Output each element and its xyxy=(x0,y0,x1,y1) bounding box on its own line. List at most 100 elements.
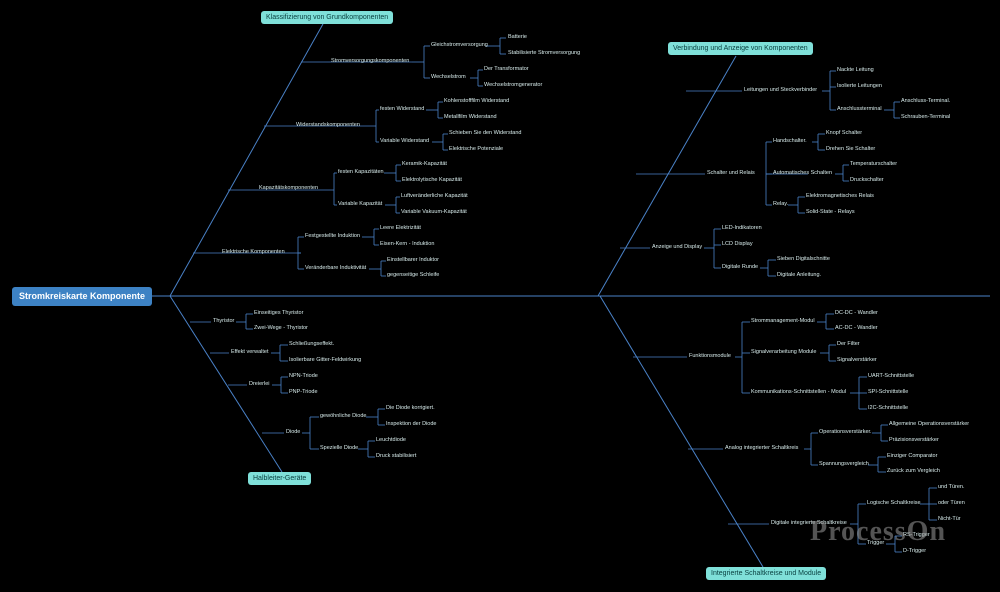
root-node[interactable]: Stromkreiskarte Komponente xyxy=(12,287,153,306)
node-gewoehnliche-diode[interactable]: gewöhnliche Diode xyxy=(320,413,367,419)
node-spi-schnittstelle[interactable]: SPI-Schnittstelle xyxy=(868,389,909,395)
node-festgestellte-induktion[interactable]: Festgestellte Induktion xyxy=(305,233,361,239)
node-wechselstrom[interactable]: Wechselstrom xyxy=(431,74,466,80)
node-handschalter[interactable]: Handschalter. xyxy=(773,138,807,144)
node-schieben-sie-den-widerstand[interactable]: Schieben Sie den Widerstand xyxy=(449,130,522,136)
node-elektrische-komponenten[interactable]: Elektrische Komponenten xyxy=(222,249,285,255)
node-der-transformator[interactable]: Der Transformator xyxy=(484,66,529,72)
connector-line xyxy=(597,55,737,297)
node-kohlenstofffilm-widerstand[interactable]: Kohlenstofffilm Widerstand xyxy=(444,98,510,104)
node-elektrolytische-kapazitaet[interactable]: Elektrolytische Kapazität xyxy=(402,177,462,183)
node-spezielle-diode[interactable]: Spezielle Diode xyxy=(320,445,359,451)
node-signalverstaerker[interactable]: Signalverstärker xyxy=(837,357,877,363)
node-druckschalter[interactable]: Druckschalter xyxy=(850,177,884,183)
node-festen-kapazitaeten[interactable]: festen Kapazitäten xyxy=(338,169,384,175)
node-automatisches-schalten[interactable]: Automatisches Schalten xyxy=(773,170,833,176)
node-kommunikations-schnittstellen-modul[interactable]: Kommunikations-Schnittstellen - Modul xyxy=(751,389,847,395)
node-spannungsvergleich[interactable]: Spannungsvergleich xyxy=(819,461,869,467)
node-effekt-verwaltet[interactable]: Effekt verwaltet xyxy=(231,349,269,355)
node-operationsverstaerker[interactable]: Operationsverstärker. xyxy=(819,429,872,435)
node-schalter-und-relais[interactable]: Schalter und Relais xyxy=(707,170,755,176)
node-isolierbare-gitter-feldwirkung[interactable]: Isolierbare Gitter-Feldwirkung xyxy=(289,357,362,363)
node-trigger[interactable]: Trigger xyxy=(867,540,885,546)
node-leitungen-und-steckverbinder[interactable]: Leitungen und Steckverbinder xyxy=(744,87,818,93)
category-halbleiter[interactable]: Halbleiter-Geräte xyxy=(248,472,312,485)
node-drehen-sie-schalter[interactable]: Drehen Sie Schalter xyxy=(826,146,876,152)
node-anschlussterminal[interactable]: Anschlussterminal xyxy=(837,106,882,112)
node-solid-state-relays[interactable]: Solid-State - Relays xyxy=(806,209,855,215)
node-nackte-leitung[interactable]: Nackte Leitung xyxy=(837,67,874,73)
node-schrauben-terminal[interactable]: Schrauben-Terminal xyxy=(901,114,951,120)
node-funktionsmodule[interactable]: Funktionsmodule xyxy=(689,353,731,359)
node-temperaturschalter[interactable]: Temperaturschalter xyxy=(850,161,898,167)
node-luftveraenderliche-kapazitaet[interactable]: Luftveränderliche Kapazität xyxy=(401,193,468,199)
node-gleichstromversorgung[interactable]: Gleichstromversorgung xyxy=(431,42,488,48)
node-anzeige-und-display[interactable]: Anzeige und Display xyxy=(652,244,703,250)
node-variable-vakuum-kapazitaet[interactable]: Variable Vakuum-Kapazität xyxy=(401,209,467,215)
node-digitale-runde[interactable]: Digitale Runde xyxy=(722,264,759,270)
node-pnp-triode[interactable]: PNP-Triode xyxy=(289,389,318,395)
node-lcd-display[interactable]: LCD Display xyxy=(722,241,753,247)
node-und-tueren[interactable]: und Türen. xyxy=(938,484,965,490)
node-stromversorgungskomponenten[interactable]: Stromversorgungskomponenten xyxy=(331,58,410,64)
node-ac-dc-wandler[interactable]: AC-DC - Wandler xyxy=(835,325,878,331)
node-eisen-kern-induktion[interactable]: Eisen-Kern - Induktion xyxy=(380,241,435,247)
node-oder-tueren[interactable]: oder Türen xyxy=(938,500,965,506)
node-elektrische-potenziale[interactable]: Elektrische Potenziale xyxy=(449,146,504,152)
node-festen-widerstand[interactable]: festen Widerstand xyxy=(380,106,425,112)
node-logische-schaltkreise[interactable]: Logische Schaltkreise xyxy=(867,500,921,506)
node-sieben-digitalschnitte[interactable]: Sieben Digitalschnitte xyxy=(777,256,830,262)
node-thyristor[interactable]: Thyristor xyxy=(213,318,235,324)
node-einstellbarer-induktor[interactable]: Einstellbarer Induktor xyxy=(387,257,439,263)
node-druck-stabilisiert[interactable]: Druck stabilisiert xyxy=(376,453,417,459)
node-led-indikatoren[interactable]: LED-Indikatoren xyxy=(722,225,762,231)
node-die-diode-korrigiert[interactable]: Die Diode korrigiert. xyxy=(386,405,435,411)
node-kapazitaetskomponenten[interactable]: Kapazitätskomponenten xyxy=(259,185,319,191)
node-variable-widerstand[interactable]: Variable Widerstand xyxy=(380,138,430,144)
node-rs-trigger[interactable]: RS-Trigger xyxy=(903,532,930,538)
node-stabilisierte-stromversorgung[interactable]: Stabilisierte Stromversorgung xyxy=(508,50,581,56)
node-variable-kapazitaet[interactable]: Variable Kapazität xyxy=(338,201,383,207)
node-einziger-comparator[interactable]: Einziger Comparator xyxy=(887,453,938,459)
node-uart-schnittstelle[interactable]: UART-Schnittstelle xyxy=(868,373,915,379)
node-anschluss-terminal[interactable]: Anschluss-Terminal. xyxy=(901,98,951,104)
node-leuchtdiode[interactable]: Leuchtdiode xyxy=(376,437,406,443)
node-praezisionsverstaerker[interactable]: Präzisionsverstärker xyxy=(889,437,939,443)
node-d-trigger[interactable]: D-Trigger xyxy=(903,548,927,554)
node-analog-integrierter-schaltkreis[interactable]: Analog integrierter Schaltkreis xyxy=(725,445,799,451)
connector-line xyxy=(169,23,324,297)
node-signalverarbeitung-module[interactable]: Signalverarbeitung Module xyxy=(751,349,817,355)
node-digitale-anleitung[interactable]: Digitale Anleitung. xyxy=(777,272,822,278)
node-zurueck-zum-vergleich[interactable]: Zurück zum Vergleich xyxy=(887,468,940,474)
node-strommanagement-modul[interactable]: Strommanagement-Modul xyxy=(751,318,815,324)
node-einseitiges-thyristor[interactable]: Einseitiges Thyristor xyxy=(254,310,304,316)
node-nicht-tuer[interactable]: Nicht-Tür xyxy=(938,516,961,522)
node-keramik-kapazitaet[interactable]: Keramik-Kapazität xyxy=(402,161,447,167)
node-isolierte-leitungen[interactable]: Isolierte Leitungen xyxy=(837,83,882,89)
node-knopf-schalter[interactable]: Knopf Schalter xyxy=(826,130,863,136)
node-digitale-integrierte-schaltkreise[interactable]: Digitale integrierte Schaltkreise xyxy=(771,520,847,526)
node-relay[interactable]: Relay. xyxy=(773,201,789,207)
node-batterie[interactable]: Batterie xyxy=(508,34,527,40)
node-dreierlei[interactable]: Dreierlei xyxy=(249,381,270,387)
node-diode[interactable]: Diode xyxy=(286,429,301,435)
node-zwei-wege-thyristor[interactable]: Zwei-Wege - Thyristor xyxy=(254,325,308,331)
node-allgemeine-operationsverstaerker[interactable]: Allgemeine Operationsverstärker xyxy=(889,421,970,427)
node-gegenseitige-schleife[interactable]: gegenseitige Schleife xyxy=(387,272,440,278)
node-leere-elektrizitaet[interactable]: Leere Elektrizität xyxy=(380,225,421,231)
node-veraenderbare-induktivitaet[interactable]: Veränderbare Induktivität xyxy=(305,265,367,271)
node-inspektion-der-diode[interactable]: Inspektion der Diode xyxy=(386,421,437,427)
node-npn-triode[interactable]: NPN-Triode xyxy=(289,373,318,379)
node-elektromagnetisches-relais[interactable]: Elektromagnetisches Relais xyxy=(806,193,874,199)
node-der-filter[interactable]: Der Filter xyxy=(837,341,860,347)
node-metallfilm-widerstand[interactable]: Metallfilm Widerstand xyxy=(444,114,497,120)
category-integrierte[interactable]: Integrierte Schaltkreise und Module xyxy=(706,567,827,580)
category-klassifizierung[interactable]: Klassifizierung von Grundkomponenten xyxy=(261,11,394,24)
node-wechselstromgenerator[interactable]: Wechselstromgenerator xyxy=(484,82,543,88)
node-dc-dc-wandler[interactable]: DC-DC - Wandler xyxy=(835,310,878,316)
node-widerstandskomponenten[interactable]: Widerstandskomponenten xyxy=(296,122,360,128)
node-i2c-schnittstelle[interactable]: I2C-Schnittstelle xyxy=(868,405,909,411)
node-schliessungseffekt[interactable]: Schließungseffekt. xyxy=(289,341,335,347)
category-verbindung[interactable]: Verbindung und Anzeige von Komponenten xyxy=(668,42,813,55)
